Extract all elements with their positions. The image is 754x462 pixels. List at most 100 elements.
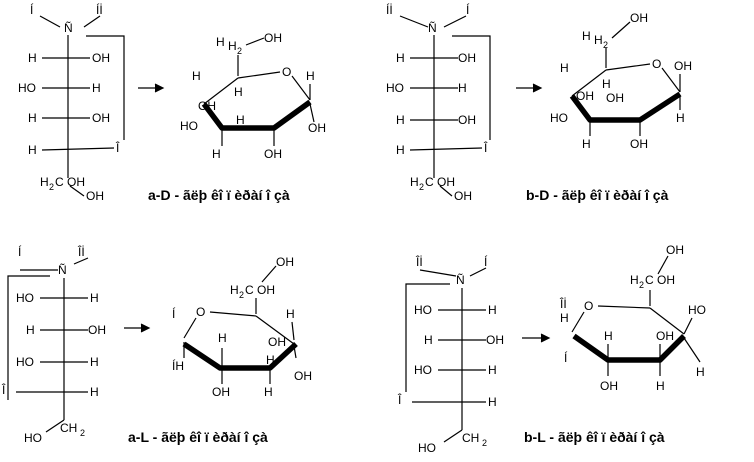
caption-b-d: b-D - ãëþ êî ï èðàí î çà xyxy=(526,187,669,203)
atom-h: H xyxy=(560,61,569,75)
ring-o: O xyxy=(584,299,593,313)
atom-h: H xyxy=(582,137,591,151)
chain-top-right: Í xyxy=(484,254,488,269)
atom-h: H xyxy=(396,51,405,65)
atom-oh: OH xyxy=(674,59,692,73)
chain-top-n: Ñ xyxy=(64,21,73,35)
atom-oh: OH xyxy=(656,329,674,343)
chain-top-left: Í xyxy=(18,244,22,259)
caption-b-l: b-L - ãëþ êî ï èðàí î çà xyxy=(524,429,665,445)
haworth-ring-a-l: H 2 C OH OH O Í ÍH H H OH OH H OH H xyxy=(172,255,312,399)
atom-h: H xyxy=(560,311,569,325)
atom-h: H xyxy=(604,329,613,343)
chain-top-n: Ñ xyxy=(428,21,437,35)
haworth-ring-b-l: OH H 2 C OH O Îİ H Í H OH HO H OH H xyxy=(559,243,706,393)
atom-h: H xyxy=(396,143,405,157)
atom-h: H xyxy=(306,69,315,83)
atom-h: H xyxy=(396,113,405,127)
atom-oh: OH xyxy=(308,121,326,135)
atom-oh: OH xyxy=(454,189,472,203)
atom-oh: OH xyxy=(294,369,312,383)
atom-oh: OH xyxy=(264,147,282,161)
chain-top-right: Íİ xyxy=(96,2,103,17)
atom-ho: HO xyxy=(16,291,34,305)
atom-oh: OH xyxy=(606,91,624,105)
ring-o: O xyxy=(652,57,661,71)
chain-ch2: HO xyxy=(24,431,42,445)
chain-ch2-oh: CH xyxy=(60,421,77,435)
atom-oh: OH xyxy=(600,379,618,393)
atom-h: H xyxy=(236,113,245,127)
ring-o-bl: Îİ xyxy=(559,296,567,311)
atom-oh: OH xyxy=(486,333,504,347)
atom-oh: OH xyxy=(458,113,476,127)
atom-oh: OH xyxy=(268,335,286,349)
atom-oh: OH xyxy=(212,385,230,399)
chain-ch2-oh: C OH xyxy=(55,175,85,189)
chain-top-n: Ñ xyxy=(58,263,67,277)
atom-ho: HO xyxy=(550,111,568,125)
chain-ch2-sub: 2 xyxy=(419,182,424,192)
fischer-chain-b-l: Îİ Í Ñ HO H H OH HO H Î H HO CH 2 xyxy=(397,254,504,455)
atom-h: H xyxy=(488,363,497,377)
atom-h: H xyxy=(488,303,497,317)
ring-o-l: Í xyxy=(172,306,176,321)
atom-ho: HO xyxy=(180,119,198,133)
haworth-ring-b-d: H H 2 OH O H H OH OH HO OH H H OH xyxy=(550,11,692,151)
atom-h: H xyxy=(676,111,685,125)
atom-oh: OH xyxy=(88,323,106,337)
atom-h: H xyxy=(218,331,227,345)
ring-ch2: H xyxy=(630,273,639,287)
chain-ch2-oh: CH xyxy=(462,431,479,445)
atom-ho: HO xyxy=(688,303,706,317)
chain-ch2: H xyxy=(40,175,49,189)
atom-h: H xyxy=(28,111,37,125)
chain-ch2-oh: C OH xyxy=(425,175,455,189)
atom-h: H xyxy=(602,77,611,91)
atom-h: H xyxy=(424,333,433,347)
atom-h: H xyxy=(234,85,243,99)
atom-ho: HO xyxy=(18,81,36,95)
atom-h: H xyxy=(192,69,201,83)
chain-top-n: Ñ xyxy=(456,273,465,287)
atom-oh: OH xyxy=(458,51,476,65)
atom-h: H xyxy=(90,385,99,399)
atom-h: H xyxy=(216,35,225,49)
atom-h: H xyxy=(90,355,99,369)
chain-bottom-o: Î xyxy=(397,392,402,407)
chain-ch2-sub: 2 xyxy=(49,182,54,192)
ring-ch2: H xyxy=(230,283,239,297)
reaction-arrow xyxy=(522,333,551,343)
fischer-chain-b-d: Íİ Í Ñ H OH HO H H OH H Î H 2 C OH OH xyxy=(386,2,491,203)
atom-oh: OH xyxy=(630,137,648,151)
atom-ho: HO xyxy=(414,363,432,377)
atom-oh: OH xyxy=(576,89,594,103)
caption-a-l: a-L - ãëþ êî ï èðàí î çà xyxy=(128,429,268,445)
chain-top-right: Í xyxy=(466,2,470,17)
fischer-chain-a-l: Í Îİ Ñ HO H H OH HO H Î H HO CH 2 xyxy=(1,244,106,445)
atom-oh: OH xyxy=(276,255,294,269)
atom-h: H xyxy=(458,81,467,95)
chain-top-left: Íİ xyxy=(386,2,393,17)
chain-bottom-o: Î xyxy=(483,140,488,155)
ring-o: O xyxy=(196,305,205,319)
atom-h: H xyxy=(488,395,497,409)
caption-a-d: a-D - ãëþ êî ï èðàí î çà xyxy=(148,187,290,203)
chain-ch2-sub: 2 xyxy=(482,438,487,448)
atom-oh: OH xyxy=(92,51,110,65)
atom-h: H xyxy=(92,81,101,95)
atom-ho: HO xyxy=(16,355,34,369)
reaction-arrow xyxy=(124,323,151,333)
ring-ch2-sub: 2 xyxy=(639,280,644,290)
chain-ch2: H xyxy=(410,175,419,189)
panel-b-d: Íİ Í Ñ H OH HO H H OH H Î H 2 C OH OH xyxy=(386,2,692,203)
chain-ch2: HO xyxy=(418,441,436,455)
atom-h: H xyxy=(28,143,37,157)
atom-h: H xyxy=(264,385,273,399)
ring-o: O xyxy=(282,65,291,79)
atom-oh: OH xyxy=(264,31,282,45)
ring-ch2-sub: 2 xyxy=(237,46,242,56)
panel-b-l: Îİ Í Ñ HO H H OH HO H Î H HO CH 2 xyxy=(397,243,706,455)
atom-h: H xyxy=(26,323,35,337)
